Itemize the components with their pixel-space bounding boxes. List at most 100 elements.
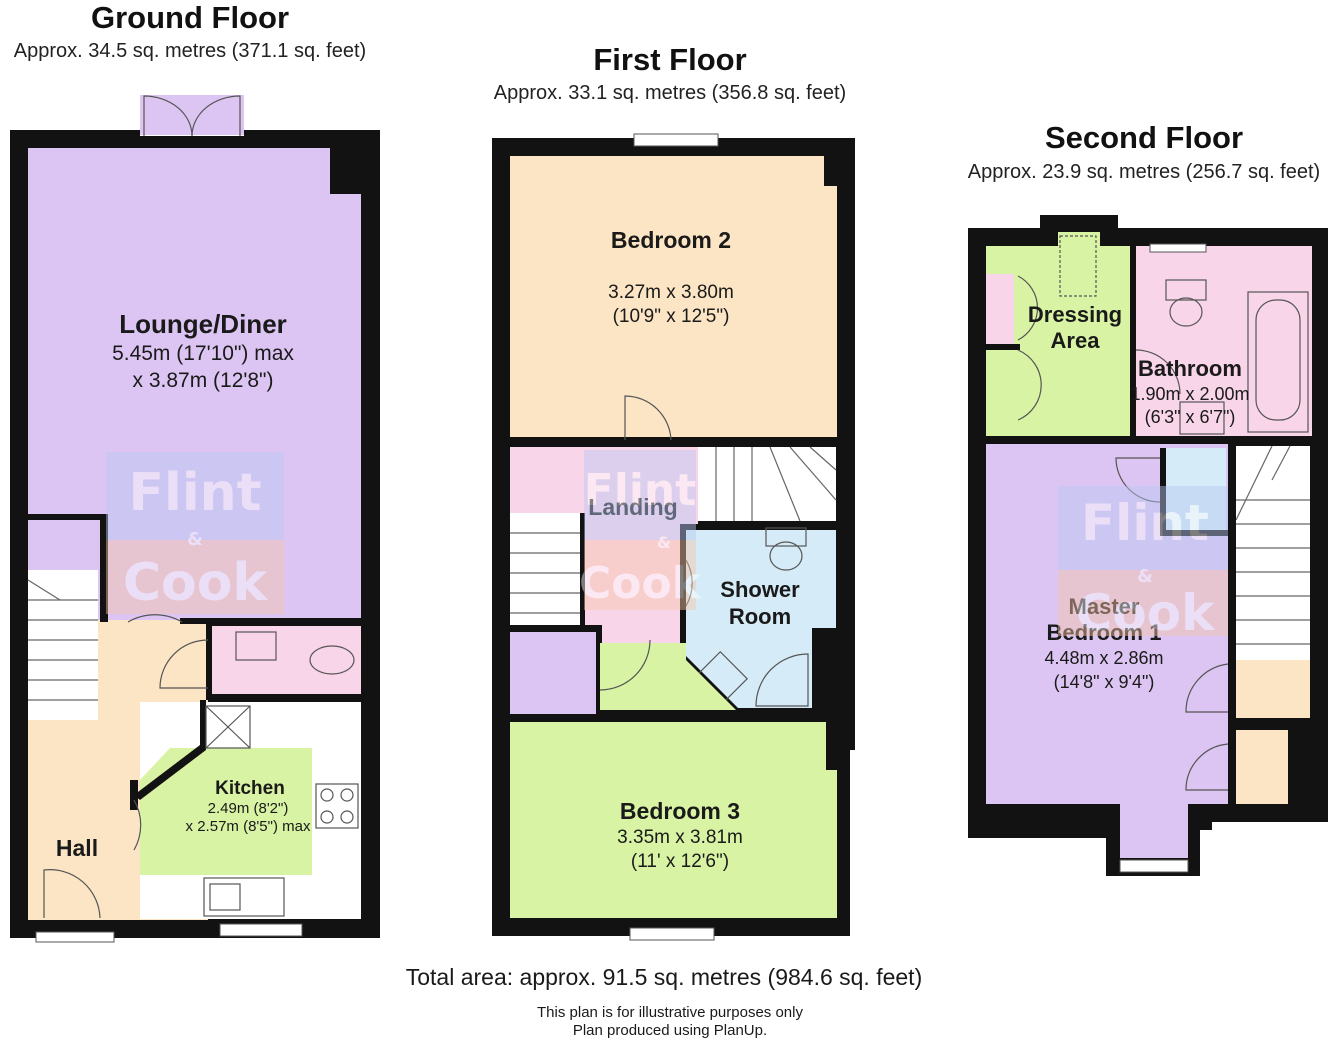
- wardrobe-door-2: [1017, 275, 1039, 341]
- kitchen-label: Kitchen: [215, 778, 285, 799]
- dressing-wardrobe-wall: [986, 344, 1020, 350]
- bedroom-2-dimension-2: (10'9" x 12'5"): [613, 306, 730, 327]
- bedroom-2-window: [633, 133, 719, 147]
- lounge-hall-partition-2: [100, 514, 108, 622]
- ground-floor-title: Ground Floor: [91, 0, 289, 35]
- second-mid-wall: [986, 436, 1328, 444]
- agent-watermark-ground: Flint & Cook: [106, 452, 284, 614]
- shower-room-label-1: Shower: [720, 577, 800, 602]
- bedroom-3-dimension-1: 3.35m x 3.81m: [617, 827, 743, 848]
- bedroom-3-top-wall: [510, 714, 600, 722]
- svg-text:Cook: Cook: [1076, 584, 1216, 642]
- shower-bottom-wall: [734, 708, 830, 716]
- shower-room-label-2: Room: [729, 604, 791, 629]
- ground-floor-area: Approx. 34.5 sq. metres (371.1 sq. feet): [14, 40, 366, 62]
- lounge-hall-partition: [28, 514, 108, 520]
- wc-side-wall: [206, 624, 212, 696]
- kitchen-cupboard: [205, 705, 251, 749]
- kitchen-diagonal-wall: [134, 745, 206, 800]
- landing-lower: [596, 625, 686, 643]
- first-staircase-upper: [698, 446, 837, 522]
- cupboard-door-2: [1185, 743, 1229, 791]
- kitchen-dimension-1: 2.49m (8'2"): [208, 800, 289, 817]
- disclaimer-line-2: Plan produced using PlanUp.: [573, 1022, 767, 1039]
- wardrobe-door-1: [1017, 349, 1042, 421]
- landing-cupboard-1: [1236, 660, 1310, 718]
- shower-room-area: [686, 530, 836, 710]
- kitchen-left-wall: [130, 780, 138, 810]
- stair-side-wall: [1228, 444, 1236, 804]
- bedroom-3-landing-link: [600, 643, 736, 710]
- lounge-corner-chimney: [330, 148, 361, 194]
- lounge-door-swing: [127, 614, 183, 623]
- ground-floor-plan: Lounge/Diner 5.45m (17'10") max x 3.87m …: [10, 95, 380, 943]
- bathroom-door-swing: [1135, 349, 1181, 395]
- landing-label: Landing: [588, 494, 677, 520]
- second-staircase: [1235, 445, 1310, 660]
- lounge-dimension-2: x 3.87m (12'8"): [132, 369, 273, 392]
- shower-door-swing: [685, 559, 693, 607]
- svg-text:Flint: Flint: [128, 463, 261, 523]
- bedroom-2-corner: [824, 156, 837, 186]
- dressing-alcove: [1058, 232, 1100, 246]
- wc-door-swing: [159, 639, 209, 689]
- landing-stair-wall: [580, 513, 585, 661]
- dressing-pink-corner: [986, 274, 1014, 344]
- bedroom-2-bottom-wall: [510, 437, 837, 447]
- shower-top-wall: [686, 524, 766, 530]
- bathroom-label: Bathroom: [1138, 356, 1242, 381]
- second-floor-area: Approx. 23.9 sq. metres (256.7 sq. feet): [968, 161, 1320, 183]
- lounge-diner-area: [28, 148, 361, 620]
- master-window: [1119, 859, 1189, 873]
- bedroom-2-door-swing: [624, 395, 672, 441]
- ground-staircase: [27, 570, 98, 720]
- kitchen-window: [219, 923, 303, 937]
- hob: [315, 783, 359, 829]
- kitchen-door-swing: [133, 799, 142, 851]
- bathroom-dimension-2: (6'3" x 6'7"): [1145, 407, 1236, 427]
- cupboard-side-wall: [596, 625, 602, 720]
- master-bedroom-label-1: Master: [1069, 594, 1140, 619]
- kitchen-floor: [140, 748, 312, 875]
- bathroom-left-wall: [1130, 246, 1136, 442]
- master-bedroom-label-2: Bedroom 1: [1047, 620, 1162, 645]
- first-cupboard: [510, 632, 596, 714]
- svg-text:Cook: Cook: [579, 558, 703, 609]
- bath-window: [1149, 243, 1207, 253]
- lounge-dimension-1: 5.45m (17'10") max: [112, 342, 294, 365]
- wc-area: [210, 626, 361, 694]
- second-floor-title: Second Floor: [1045, 120, 1243, 155]
- svg-text:Flint: Flint: [584, 465, 697, 516]
- bedroom-2-area: [510, 156, 837, 438]
- dressing-area-label-2: Area: [1051, 328, 1101, 353]
- wc-bottom-wall: [206, 694, 361, 700]
- bedroom-3-door-swing: [599, 639, 651, 691]
- first-floor-plan: Bedroom 2 3.27m x 3.80m (10'9" x 12'5") …: [492, 133, 855, 941]
- cupboard-divider: [1236, 718, 1328, 728]
- dressing-skylight: [1059, 235, 1097, 297]
- bedroom-3-area: [510, 722, 837, 918]
- second-floor-plan: Dressing Area Bathroom 1.90m x 2.00m (6'…: [968, 215, 1328, 876]
- bathroom-toilet: [1165, 279, 1207, 301]
- wc-toilet: [309, 645, 355, 675]
- first-floor-title: First Floor: [593, 42, 746, 77]
- master-door-swing: [1115, 457, 1161, 503]
- bathroom-dimension-1: 1.90m x 2.00m: [1130, 384, 1249, 404]
- lounge-bottom-wall: [180, 618, 361, 624]
- svg-text:Cook: Cook: [123, 553, 269, 613]
- patio-doors-bay: [140, 95, 244, 135]
- shower-notch-wall: [812, 628, 837, 710]
- svg-text:Flint: Flint: [1081, 494, 1209, 552]
- landing-cupboard-2: [1236, 730, 1288, 804]
- agent-watermark-first: Flint & Cook: [579, 450, 703, 610]
- bedroom-2-label: Bedroom 2: [611, 227, 731, 253]
- ensuite-cupboard: [1166, 448, 1226, 530]
- master-bedroom-dimension-1: 4.48m x 2.86m: [1044, 648, 1163, 668]
- wc-basin: [235, 631, 277, 661]
- bedroom-3-dimension-2: (11' x 12'6"): [631, 851, 729, 872]
- master-bedroom-dimension-2: (14'8" x 9'4"): [1054, 672, 1155, 692]
- disclaimer-line-1: This plan is for illustrative purposes o…: [537, 1004, 803, 1021]
- kitchen-dimension-2: x 2.57m (8'5") max: [186, 818, 311, 835]
- bathroom-basin: [1179, 401, 1225, 435]
